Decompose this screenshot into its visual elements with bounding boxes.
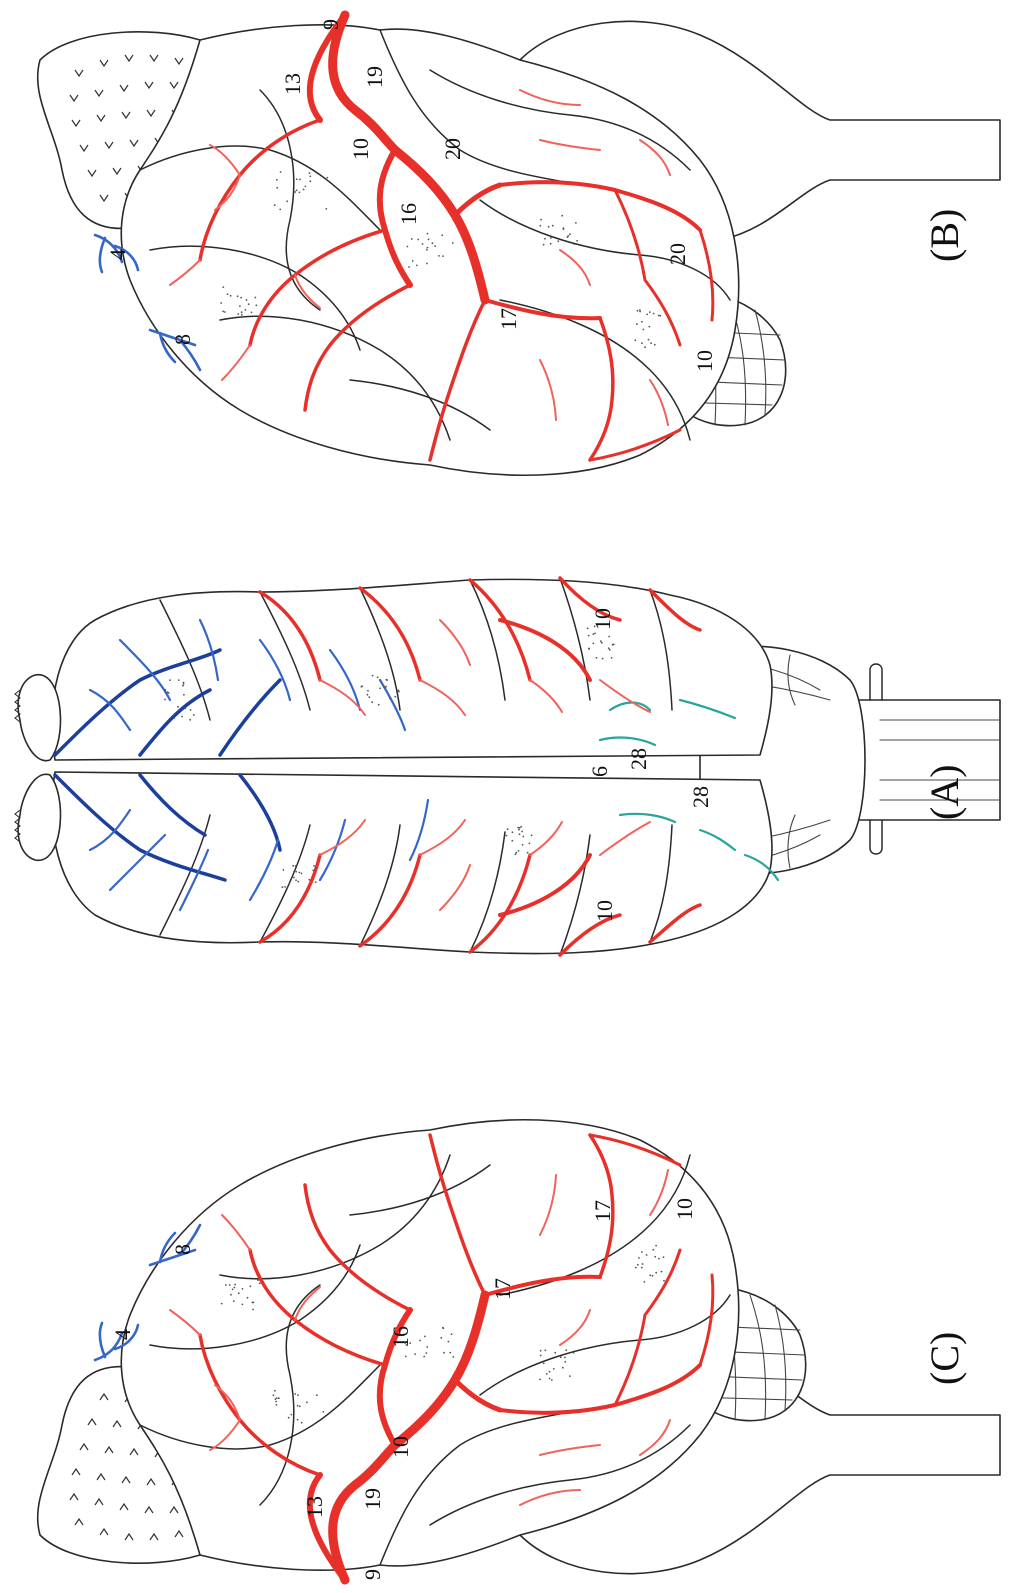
panel-a-left-hemisphere xyxy=(51,578,773,761)
panel-a-dorsal-view: 10 10 6 28 28 (A) (A) xyxy=(14,576,1001,957)
b-label-20-bottom: 20 xyxy=(665,243,690,265)
c-label-8: 8 xyxy=(170,1244,195,1255)
panel-c-hemisphere xyxy=(120,1119,740,1572)
b-label-10-bottom: 10 xyxy=(692,350,717,372)
panel-b-hemisphere xyxy=(120,23,740,476)
a-label-28-upper: 28 xyxy=(626,748,651,770)
panel-b-olfactory-texture xyxy=(69,54,206,203)
c-label-17-right: 17 xyxy=(590,1200,615,1222)
b-label-9: 9 xyxy=(318,19,343,30)
a-label-10-left: 10 xyxy=(590,608,615,630)
panel-a-olfactory-right xyxy=(17,773,62,861)
panel-b-arteries xyxy=(169,10,715,462)
panel-a-olfactory-left xyxy=(17,674,62,762)
a-panel-title-text: (A) xyxy=(922,764,967,820)
panel-c-labels: 9 13 19 10 16 17 17 10 4 8 (C) xyxy=(110,1198,967,1580)
panel-c-olfactory-texture xyxy=(69,1392,206,1541)
c-label-4: 4 xyxy=(110,1329,135,1340)
c-label-19: 19 xyxy=(360,1488,385,1510)
c-label-10-bottom: 10 xyxy=(672,1198,697,1220)
b-label-10-top: 10 xyxy=(348,138,373,160)
panel-c-lateral-view: 9 13 19 10 16 17 17 10 4 8 (C) xyxy=(36,1119,1001,1585)
c-label-13: 13 xyxy=(302,1496,327,1518)
panel-c-sulci xyxy=(139,1154,731,1566)
a-label-10-right: 10 xyxy=(592,900,617,922)
panel-c-veins xyxy=(93,1223,202,1362)
panel-b-sulci xyxy=(139,29,731,441)
panel-a-veins xyxy=(53,618,430,912)
panel-a-cyan-vessels xyxy=(598,698,780,882)
panel-a-arteries xyxy=(258,576,702,957)
c-panel-title: (C) xyxy=(922,1332,967,1385)
b-label-19: 19 xyxy=(362,66,387,88)
panel-b-veins xyxy=(93,233,202,372)
a-label-28-lower: 28 xyxy=(688,786,713,808)
panel-a-sulci xyxy=(159,577,673,956)
panel-a-labels: 10 10 6 28 28 (A) (A) xyxy=(587,608,967,922)
c-label-17-mid: 17 xyxy=(490,1278,515,1300)
c-label-9: 9 xyxy=(360,1569,385,1580)
panel-b-labels: 9 13 19 10 20 16 17 20 10 4 8 (B) xyxy=(105,19,967,372)
b-panel-title: (B) xyxy=(922,209,967,262)
panel-a-right-hemisphere xyxy=(51,771,773,955)
b-label-17: 17 xyxy=(496,308,521,330)
b-label-13: 13 xyxy=(280,73,305,95)
b-label-16: 16 xyxy=(396,203,421,225)
stipple-dots xyxy=(164,171,665,1424)
b-label-20-top: 20 xyxy=(440,138,465,160)
panel-a-olfactory-edge xyxy=(14,689,21,843)
b-label-4: 4 xyxy=(105,249,130,260)
c-label-10-top: 10 xyxy=(388,1436,413,1458)
panel-c-arteries xyxy=(169,1133,715,1585)
b-label-8: 8 xyxy=(170,334,195,345)
c-label-16: 16 xyxy=(388,1326,413,1348)
panel-b-lateral-view: 9 13 19 10 20 16 17 20 10 4 8 (B) xyxy=(36,10,1001,476)
a-label-6: 6 xyxy=(587,766,612,777)
